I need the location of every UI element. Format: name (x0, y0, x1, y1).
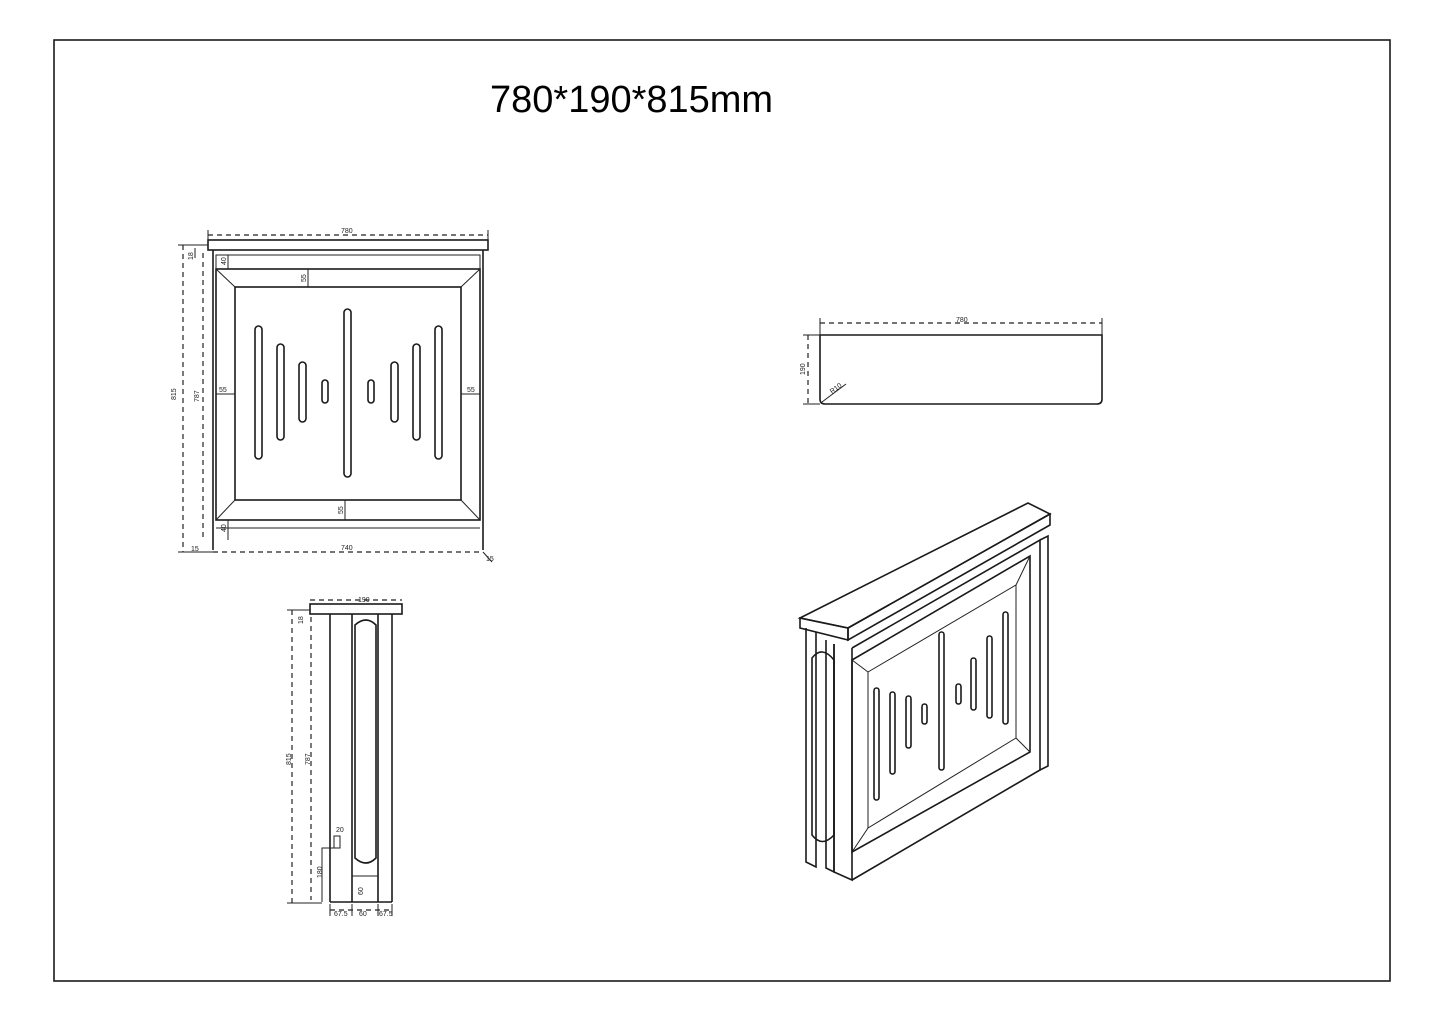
dim-front-height-total: 815 (171, 388, 178, 400)
front-top-board (207, 239, 489, 251)
slot (905, 695, 912, 749)
dim-front-width-bottom: 740 (341, 545, 353, 552)
top-view-outline (819, 334, 1103, 405)
slot (254, 325, 263, 460)
dim-front-rail-bottom: 40 (221, 524, 228, 532)
dimension-title: 780*190*815mm (490, 79, 773, 121)
dim-side-foot-right: 67.5 (379, 911, 393, 918)
side-view: 190 815 787 18 20 180 60 67.5 60 67.5 (286, 597, 403, 918)
slot (889, 691, 896, 775)
iso-front-face (851, 538, 1041, 881)
slot (970, 657, 977, 711)
slot (955, 683, 962, 705)
slot (412, 343, 421, 441)
front-view: 780 740 815 787 18 15 40 40 55 55 55 55 … (171, 228, 494, 563)
slot (986, 635, 993, 719)
slot (390, 361, 399, 423)
dim-front-border-bottom: 55 (338, 506, 345, 514)
dim-side-foot-mid: 60 (359, 911, 367, 918)
dim-top-depth: 190 (800, 363, 807, 375)
iso-slots (873, 611, 1009, 801)
dim-side-height-total: 815 (286, 753, 293, 765)
front-inner-panel (234, 286, 462, 501)
slot (1002, 611, 1009, 725)
dim-front-rail-top: 40 (221, 257, 228, 265)
dim-top-width: 780 (956, 317, 968, 324)
slot (921, 703, 928, 725)
dim-front-height-inner: 787 (194, 390, 201, 402)
dim-side-foot-height: 180 (317, 866, 324, 878)
slot (276, 343, 285, 441)
side-slot (354, 619, 377, 864)
dim-front-bottom-offset: 15 (191, 546, 199, 553)
isometric-view (797, 502, 1052, 882)
slot (434, 325, 443, 460)
dim-side-slot-top: 20 (336, 827, 344, 834)
slot (938, 631, 945, 771)
dim-side-foot-left: 67.5 (334, 911, 348, 918)
slot (343, 308, 352, 478)
dim-front-border-left: 55 (219, 387, 227, 394)
dim-side-top-thickness: 18 (298, 616, 305, 624)
front-slots (254, 308, 443, 478)
sheet-border (53, 39, 1391, 982)
side-foot-profile (321, 835, 341, 902)
dim-front-border-right: 55 (467, 387, 475, 394)
top-view: 780 190 R10 (800, 317, 1103, 405)
dim-side-foot-gap: 60 (358, 887, 365, 895)
dim-side-height-inner: 787 (305, 753, 312, 765)
dim-front-foot: 15 (486, 556, 494, 563)
dim-front-width-top: 780 (341, 228, 353, 235)
slot (298, 361, 307, 423)
dim-side-depth: 190 (358, 597, 370, 604)
dim-front-border-top: 55 (301, 274, 308, 282)
slot (321, 379, 329, 404)
slot (367, 379, 375, 404)
slot (873, 687, 880, 801)
dim-top-radius: R10 (829, 382, 844, 395)
dim-front-top-thickness: 18 (188, 252, 195, 260)
side-top-board (309, 603, 403, 615)
